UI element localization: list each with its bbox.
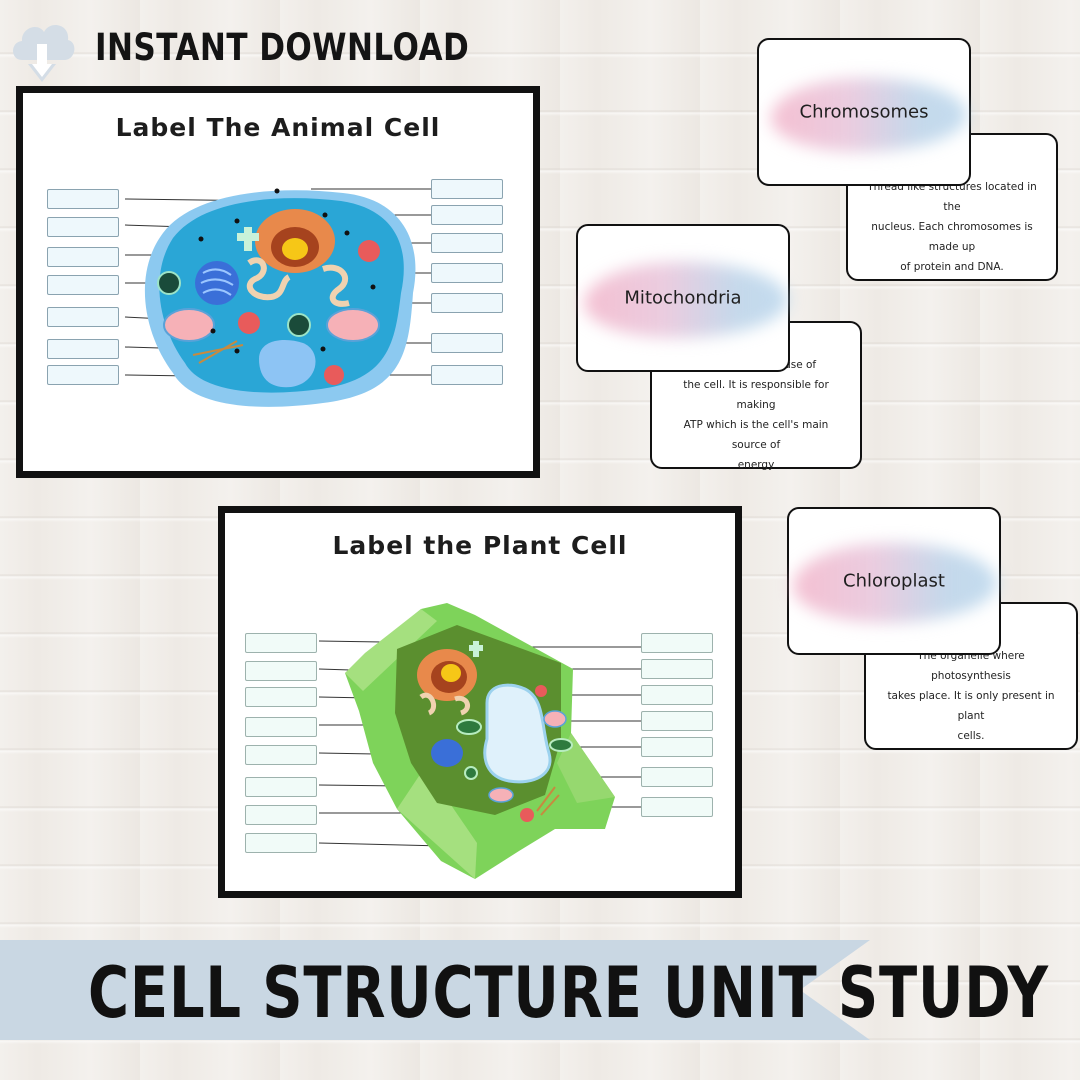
animal-label-box[interactable] [431, 263, 503, 283]
plant-label-box[interactable] [245, 687, 317, 707]
plant-label-box[interactable] [245, 805, 317, 825]
card-back-line: of protein and DNA. [900, 261, 1004, 273]
plant-label-box[interactable] [641, 659, 713, 679]
animal-label-box[interactable] [47, 189, 119, 209]
plant-label-box[interactable] [641, 633, 713, 653]
plant-label-box[interactable] [641, 737, 713, 757]
unit-study-title: CELL STRUCTURE UNIT STUDY [88, 952, 1049, 1034]
plant-label-box[interactable] [641, 767, 713, 787]
plant-label-box[interactable] [245, 661, 317, 681]
card-front-mitochondria: Mitochondria [576, 224, 790, 372]
plant-label-box[interactable] [245, 777, 317, 797]
card-word: Mitochondria [624, 287, 742, 309]
card-word: Chromosomes [799, 101, 929, 123]
animal-cell-worksheet: Label The Animal Cell [16, 86, 540, 478]
animal-label-box[interactable] [431, 179, 503, 199]
animal-label-box[interactable] [47, 247, 119, 267]
animal-label-box[interactable] [431, 333, 503, 353]
plant-label-box[interactable] [641, 797, 713, 817]
animal-sheet-title: Label The Animal Cell [115, 113, 441, 142]
animal-label-box[interactable] [47, 339, 119, 359]
card-back-line: nucleus. Each chromosomes is made up [871, 221, 1033, 253]
animal-label-box[interactable] [47, 217, 119, 237]
plant-cell-diagram [318, 603, 641, 879]
plant-label-box[interactable] [245, 833, 317, 853]
card-back-line: energy [737, 459, 775, 471]
plant-label-box[interactable] [245, 717, 317, 737]
instant-download-title: INSTANT DOWNLOAD [95, 26, 470, 69]
plant-label-box[interactable] [641, 711, 713, 731]
card-back-line: cells. [957, 730, 985, 742]
card-back-line: takes place. It is only present in plant [887, 690, 1055, 722]
cloud-download-icon [13, 25, 75, 82]
animal-cell-diagram [124, 188, 435, 407]
plant-label-box[interactable] [245, 745, 317, 765]
animal-label-box[interactable] [47, 307, 119, 327]
plant-label-box[interactable] [641, 685, 713, 705]
animal-label-box[interactable] [431, 205, 503, 225]
animal-label-box[interactable] [431, 293, 503, 313]
animal-label-box[interactable] [47, 365, 119, 385]
plant-sheet-title: Label the Plant Cell [332, 531, 628, 560]
animal-label-box[interactable] [431, 365, 503, 385]
plant-cell-worksheet: Label the Plant Cell [218, 506, 742, 898]
card-word: Chloroplast [843, 570, 945, 592]
card-front-chromosomes: Chromosomes [757, 38, 971, 186]
card-back-line: ATP which is the cell's main source of [683, 419, 829, 451]
title-banner [0, 940, 870, 1040]
animal-label-box[interactable] [431, 233, 503, 253]
animal-label-box[interactable] [47, 275, 119, 295]
card-front-chloroplast: Chloroplast [787, 507, 1001, 655]
card-back-line: the cell. It is responsible for making [683, 379, 829, 411]
plant-label-box[interactable] [245, 633, 317, 653]
